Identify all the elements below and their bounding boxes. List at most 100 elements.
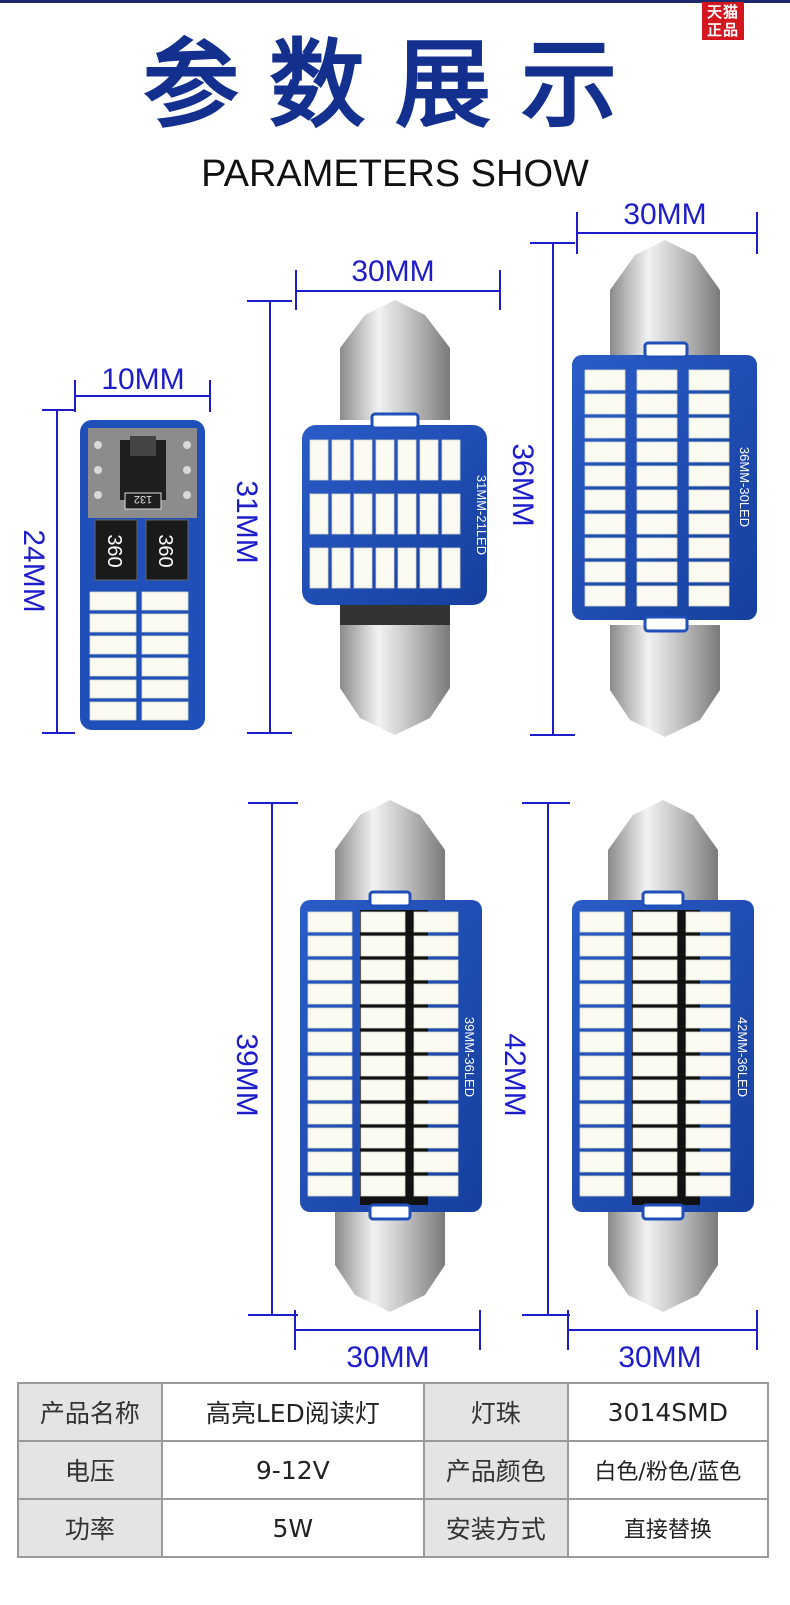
led-chip <box>632 983 678 1005</box>
led-chip <box>89 701 137 721</box>
led-chip <box>685 1103 731 1125</box>
led-chip <box>685 935 731 957</box>
spec-label-led-chip: 灯珠 <box>422 1382 569 1442</box>
page-subtitle: PARAMETERS SHOW <box>201 153 589 195</box>
d31-width-label: 30MM <box>351 255 434 288</box>
led-chip <box>579 1103 625 1125</box>
led-chip <box>632 1031 678 1053</box>
led-chip <box>632 911 678 933</box>
led-chip <box>360 1055 406 1077</box>
led-chip <box>685 1055 731 1077</box>
spec-label-product-name: 产品名称 <box>17 1382 163 1442</box>
led-chip <box>89 657 137 677</box>
led-chip <box>579 911 625 933</box>
led-chip <box>579 1007 625 1029</box>
led-chip <box>685 911 731 933</box>
led-chip <box>632 959 678 981</box>
top-border-line <box>0 0 790 3</box>
led-chip <box>685 1031 731 1053</box>
led-chip <box>360 1127 406 1149</box>
led-chip <box>413 911 459 933</box>
d36-width-label: 30MM <box>623 198 706 231</box>
led-chip <box>413 1031 459 1053</box>
led-chip <box>360 911 406 933</box>
t10-height-label: 24MM <box>17 529 50 612</box>
spec-value-install: 直接替换 <box>566 1498 770 1558</box>
led-chip <box>632 935 678 957</box>
t10-led-bulb: 132 360 360 <box>80 420 205 730</box>
led-chip <box>688 585 730 607</box>
led-chip <box>688 441 730 463</box>
led-chip <box>360 959 406 981</box>
table-row: 功率 5W 安装方式 直接替换 <box>17 1498 770 1558</box>
led-chip <box>360 1031 406 1053</box>
led-chip <box>632 1007 678 1029</box>
led-chip <box>584 585 626 607</box>
led-chip <box>331 493 351 535</box>
led-chip <box>584 465 626 487</box>
led-chip <box>360 1175 406 1197</box>
spec-value-led-chip: 3014SMD <box>566 1382 770 1442</box>
led-chip <box>584 513 626 535</box>
led-chip <box>413 959 459 981</box>
d31-board-label: 31MM-21LED <box>474 475 489 555</box>
led-chip <box>579 1151 625 1173</box>
led-chip <box>89 635 137 655</box>
badge-line-2: 正品 <box>706 21 739 39</box>
led-chip <box>419 493 439 535</box>
led-chip <box>579 1175 625 1197</box>
d36-festoon-bulb: 36MM-30LED <box>572 240 757 737</box>
led-chip <box>375 547 395 589</box>
led-chip <box>688 369 730 391</box>
led-chip <box>353 493 373 535</box>
led-chip <box>636 393 678 415</box>
led-chip <box>360 1007 406 1029</box>
led-chip <box>353 547 373 589</box>
led-chip <box>375 493 395 535</box>
led-chip <box>413 1103 459 1125</box>
spec-value-power: 5W <box>160 1498 425 1558</box>
badge-line-1: 天猫 <box>706 3 739 21</box>
d42-width-label: 30MM <box>618 1341 701 1374</box>
led-chip <box>413 983 459 1005</box>
spec-label-power: 功率 <box>17 1498 163 1558</box>
led-chip <box>413 935 459 957</box>
led-chip <box>307 1175 353 1197</box>
led-chip <box>688 513 730 535</box>
d39-festoon-bulb: 39MM-36LED <box>300 800 482 1312</box>
led-chip <box>636 417 678 439</box>
chip-left-label: 360 <box>103 534 125 567</box>
led-chip <box>307 1151 353 1173</box>
spec-value-color: 白色/粉色/蓝色 <box>566 1440 770 1500</box>
page-title: 参数展示 <box>143 29 647 141</box>
d42-board-label: 42MM-36LED <box>735 1017 750 1097</box>
chip-right-label: 360 <box>154 534 176 567</box>
led-chip <box>309 547 329 589</box>
led-chip <box>584 393 626 415</box>
led-chip <box>685 1151 731 1173</box>
d31-height-label: 31MM <box>230 480 263 563</box>
led-chip <box>331 439 351 481</box>
led-chip <box>441 439 461 481</box>
d36-height-label: 36MM <box>506 443 539 526</box>
led-chip <box>688 537 730 559</box>
led-chip <box>688 417 730 439</box>
led-chip <box>309 439 329 481</box>
led-chip <box>419 439 439 481</box>
led-chip <box>632 1079 678 1101</box>
d36-board-label: 36MM-30LED <box>737 447 752 527</box>
led-chip <box>307 1127 353 1149</box>
led-chip <box>636 369 678 391</box>
led-chip <box>584 441 626 463</box>
led-chip <box>685 1007 731 1029</box>
d39-board-label: 39MM-36LED <box>462 1017 477 1097</box>
led-chip <box>579 959 625 981</box>
d39-height-label: 39MM <box>230 1033 263 1116</box>
led-chip <box>441 547 461 589</box>
led-chip <box>636 513 678 535</box>
spec-value-voltage: 9-12V <box>160 1440 425 1500</box>
led-chip <box>584 537 626 559</box>
led-chip <box>307 983 353 1005</box>
led-chip <box>632 1151 678 1173</box>
spec-label-color: 产品颜色 <box>422 1440 569 1500</box>
